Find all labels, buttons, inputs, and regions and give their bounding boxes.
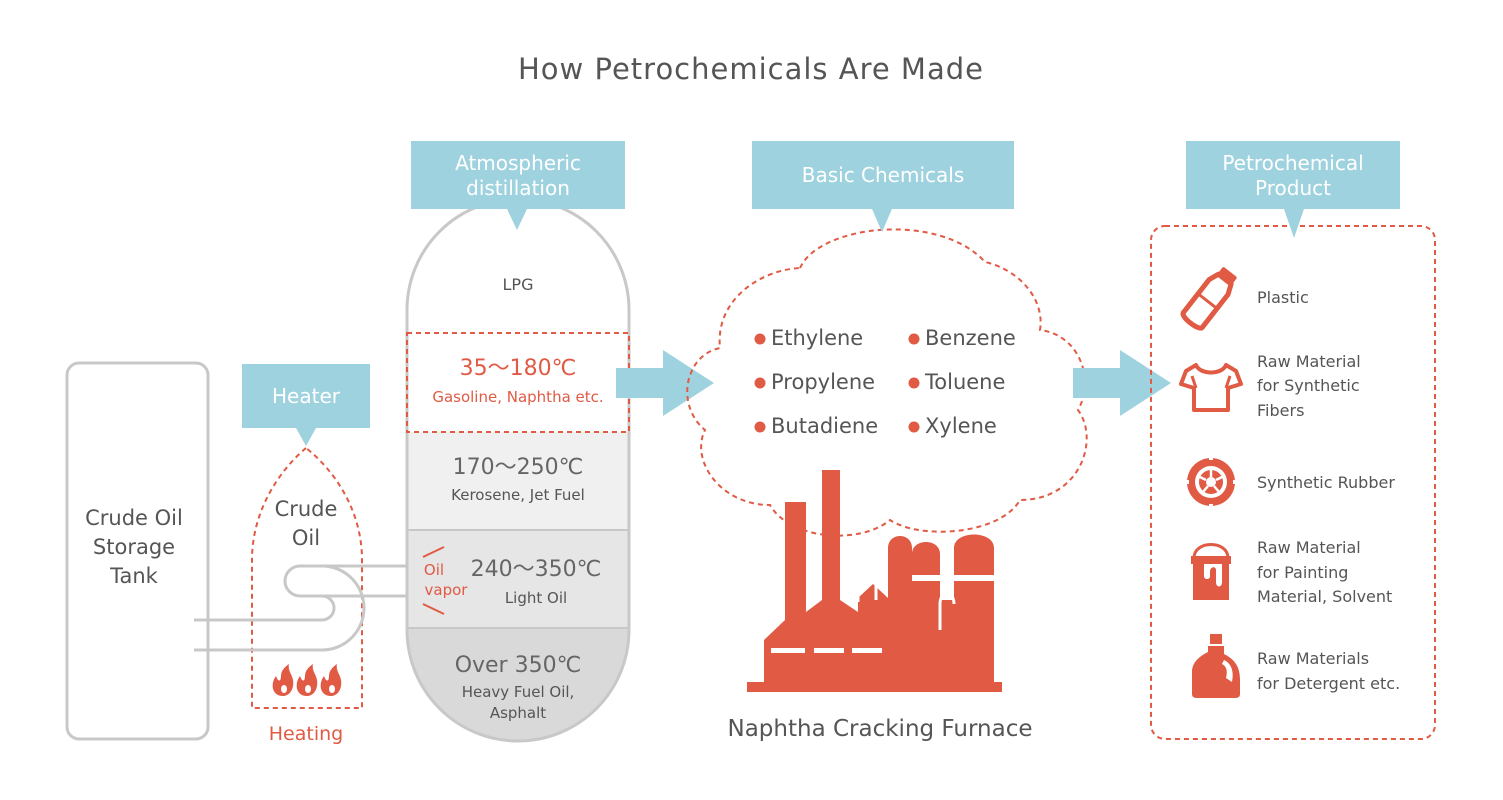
flame-icon <box>320 664 342 696</box>
fraction2-temp: 170～250℃ <box>453 455 584 480</box>
distillation-tower <box>405 197 631 743</box>
product-item-detergent-line1: Raw Materials <box>1257 649 1369 668</box>
flame-icon <box>272 664 294 696</box>
distillation-label-pointer <box>507 209 527 230</box>
product-item-detergent-line2: for Detergent etc. <box>1257 674 1400 693</box>
furnace-label: Naphtha Cracking Furnace <box>728 716 1033 742</box>
product-item-fibers-line3: Fibers <box>1257 401 1304 420</box>
chemical-item: Benzene <box>925 326 1016 350</box>
distillation-label-line1: Atmospheric <box>455 151 581 175</box>
storage-tank <box>65 361 210 741</box>
products-label-line1: Petrochemical <box>1222 151 1363 175</box>
distillation-label-box <box>411 141 625 209</box>
heater-vessel <box>251 446 363 709</box>
heater-content-line2: Oil <box>292 526 320 550</box>
distillation-label-line2: distillation <box>466 176 570 200</box>
oil-vapor-line2: vapor <box>425 581 469 599</box>
basic-chemicals-cloud <box>686 228 1088 537</box>
fraction2-name: Kerosene, Jet Fuel <box>451 486 585 504</box>
fraction3-temp: 240～350℃ <box>471 557 602 582</box>
flow-arrow-1 <box>616 350 714 416</box>
plastic-bottle-icon <box>1180 267 1237 331</box>
detergent-bottle-icon <box>1192 634 1240 698</box>
product-item-fibers-line1: Raw Material <box>1257 352 1361 371</box>
factory-icon <box>747 470 1002 692</box>
chemical-list: Ethylene Benzene Propylene Toluene Butad… <box>754 326 1016 438</box>
storage-tank-label-line2: Storage <box>93 535 175 559</box>
tire-icon <box>1185 456 1237 508</box>
fraction1-name: Gasoline, Naphtha etc. <box>432 388 603 406</box>
basic-chemicals-label: Basic Chemicals <box>802 163 965 187</box>
oil-vapor-line1: Oil <box>424 561 444 579</box>
heater-label-pointer <box>296 428 316 446</box>
feed-pipe-outer <box>194 582 344 634</box>
products-label-pointer <box>1284 209 1304 238</box>
product-item-plastic: Plastic <box>1257 288 1309 307</box>
vapor-mark-upper <box>422 546 445 558</box>
heater-content-line1: Crude <box>275 497 338 521</box>
tshirt-icon <box>1179 363 1243 412</box>
storage-tank-label-line3: Tank <box>109 564 159 588</box>
chemical-item: Toluene <box>924 370 1005 394</box>
page-title: How Petrochemicals Are Made <box>518 52 984 86</box>
basic-chemicals-label-pointer <box>872 209 892 232</box>
pipe-coil <box>194 564 408 652</box>
flame-icons <box>272 664 342 696</box>
product-item-painting-line2: for Painting <box>1257 563 1348 582</box>
chemical-item: Butadiene <box>771 414 878 438</box>
fraction4-temp: Over 350℃ <box>455 653 582 678</box>
chemical-item: Propylene <box>771 370 875 394</box>
lpg-label: LPG <box>503 275 534 294</box>
flow-arrow-2 <box>1073 350 1171 416</box>
fraction1-temp: 35～180℃ <box>460 356 577 381</box>
product-item-fibers-line2: for Synthetic <box>1257 376 1360 395</box>
storage-tank-label-line1: Crude Oil <box>85 506 183 530</box>
feed-pipe <box>194 566 408 634</box>
fraction4-name-line1: Heavy Fuel Oil, <box>462 683 575 701</box>
chemical-item: Ethylene <box>771 326 863 350</box>
product-item-rubber: Synthetic Rubber <box>1257 473 1395 492</box>
product-item-painting-line1: Raw Material <box>1257 538 1361 557</box>
heater-label: Heater <box>272 384 341 408</box>
fraction4-name-line2: Asphalt <box>490 704 546 722</box>
vapor-mark-lower <box>422 603 445 615</box>
flame-icon <box>296 664 318 696</box>
gasoline-fraction-highlight <box>406 332 630 433</box>
product-list: Plastic Raw Material for Synthetic Fiber… <box>1257 288 1400 693</box>
basic-chemicals-label-box <box>752 141 1014 209</box>
fraction3-name: Light Oil <box>505 589 567 607</box>
product-item-painting-line3: Material, Solvent <box>1257 587 1392 606</box>
heater-label-box <box>242 364 370 428</box>
paint-bucket-icon <box>1191 543 1231 600</box>
products-label-line2: Product <box>1255 176 1331 200</box>
heating-label: Heating <box>269 723 343 745</box>
products-label-box <box>1186 141 1400 209</box>
chemical-item: Xylene <box>925 414 997 438</box>
